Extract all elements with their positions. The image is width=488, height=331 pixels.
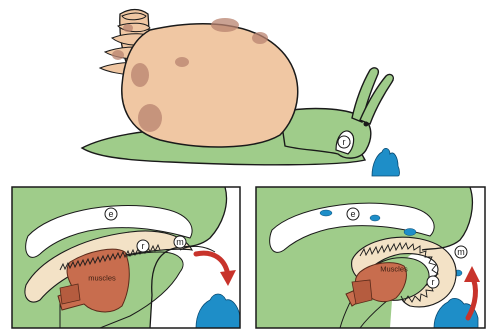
label-m-right: m <box>457 247 465 257</box>
food-top <box>372 148 400 176</box>
snail-illustration: r <box>82 10 400 177</box>
label-r-top: r <box>343 137 346 147</box>
label-r-left: r <box>142 241 145 251</box>
label-r-right: r <box>432 277 435 287</box>
label-muscles-left: muscles <box>88 274 116 283</box>
panel-left: e r m muscles <box>12 187 240 328</box>
label-m-left: m <box>176 237 184 247</box>
panel-right: e r m Muscles <box>256 187 485 328</box>
label-muscles-right: Muscles <box>380 265 408 274</box>
snail-eye <box>364 122 369 127</box>
label-e-left: e <box>108 209 113 219</box>
label-e-right: e <box>350 209 355 219</box>
